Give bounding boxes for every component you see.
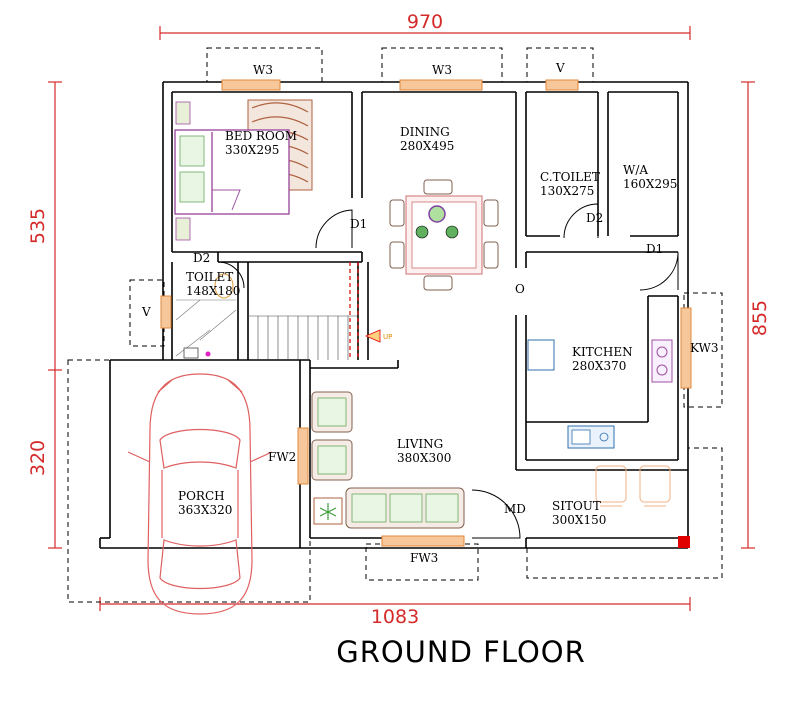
living-name: LIVING [397,437,443,451]
bedroom-name: BED ROOM [225,129,297,143]
stairs [248,315,358,360]
living-size: 380X300 [397,451,451,465]
room-labels: BED ROOM 330X295 DINING 280X495 C.TOILET… [178,125,677,527]
wa-size: 160X295 [623,177,677,191]
ctoilet-name: C.TOILET [540,170,600,184]
sitout-chairs [595,465,671,507]
kitchen-fixtures [527,339,673,449]
dimension-lines [48,26,755,611]
porch-name: PORCH [178,489,225,503]
opening-labels: W3 W3 V V D1 D2 D1 D2 O UP KW3 FW2 MD FW… [141,61,719,565]
toilet-size: 148X180 [186,284,240,298]
dining-furniture [389,179,499,291]
fridge-icon [527,339,555,371]
bedroom-furniture [174,99,313,241]
dining-size: 280X495 [400,139,454,153]
window-w3-left-label: W3 [253,63,273,77]
window-kw3-label: KW3 [690,341,719,355]
column-marker [678,536,690,548]
stair-up-arrow-icon [364,329,381,343]
toilet-fixtures [175,273,237,359]
bedroom-size: 330X295 [225,143,279,157]
door-swings [217,203,679,539]
door-d2-toilet-label: D2 [193,251,210,265]
window-fw2-label: FW2 [268,450,296,464]
kitchen-name: KITCHEN [572,345,633,359]
door-d1-wa-label: D1 [646,242,663,256]
dimension-top: 970 [407,11,443,33]
kitchen-size: 280X370 [572,359,626,373]
ventilator-left-label: V [141,305,151,319]
dimension-right: 855 [749,300,771,336]
windows [160,79,692,547]
drawing-title: GROUND FLOOR [336,635,586,669]
ctoilet-size: 130X275 [540,184,594,198]
living-furniture [311,391,465,529]
sitout-name: SITOUT [552,499,601,513]
centerpiece-icon [428,205,446,223]
window-fw3-label: FW3 [410,551,438,565]
sitout-size: 300X150 [552,513,606,527]
car-icon [127,373,273,615]
opening-o-label: O [515,282,525,296]
door-d1-dining-label: D1 [350,217,367,231]
toilet-name: TOILET [186,270,233,284]
porch-size: 363X320 [178,503,232,517]
window-w3-right-label: W3 [432,63,452,77]
dimension-left-lower: 320 [27,440,49,476]
door-d2-ctoilet-label: D2 [586,211,603,225]
main-door-label: MD [504,502,526,516]
dimension-bottom: 1083 [371,606,419,628]
dimension-left-upper: 535 [27,208,49,244]
ventilator-top-label: V [555,61,565,75]
dining-name: DINING [400,125,450,139]
stair-up-label: UP [383,333,392,341]
stove-icon [651,339,673,383]
stair-guide-lines [349,262,359,360]
wa-name: W/A [623,163,648,177]
